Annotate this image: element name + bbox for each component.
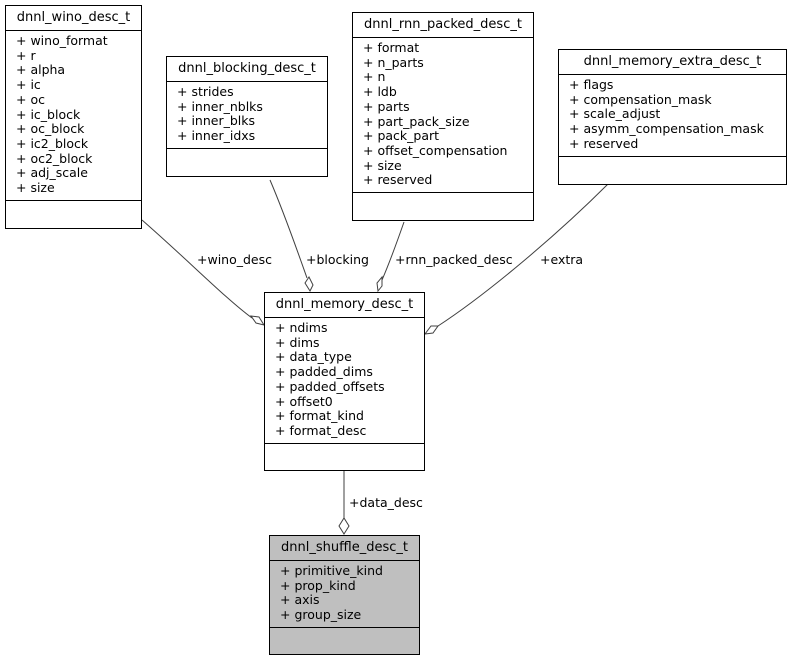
attribute: + parts: [363, 98, 410, 114]
attribute: + n_parts: [363, 54, 424, 70]
attribute: + format_kind: [275, 408, 364, 424]
edge-blocking-diamond: [304, 276, 314, 293]
edge-rnn-diamond: [376, 275, 383, 293]
attribute: + primitive_kind: [280, 563, 383, 578]
attribute-list: + flags + compensation_mask + scale_adju…: [559, 75, 786, 157]
attribute: + wino_format: [16, 33, 108, 48]
class-title: dnnl_shuffle_desc_t: [270, 536, 419, 561]
edge-data-desc-diamond: [338, 517, 350, 535]
attribute: + inner_idxs: [177, 128, 256, 144]
class-title: dnnl_rnn_packed_desc_t: [353, 13, 533, 38]
attribute: + size: [363, 157, 402, 173]
attribute: + ldb: [363, 84, 397, 100]
edge-label-wino-desc: +wino_desc: [197, 252, 272, 267]
attribute: + adj_scale: [16, 165, 88, 181]
attribute: + dims: [275, 334, 320, 350]
attribute: + offset_compensation: [363, 142, 508, 158]
attribute: + inner_nblks: [177, 98, 263, 114]
attribute: + data_type: [275, 349, 352, 365]
attribute: + compensation_mask: [569, 91, 712, 107]
attribute: + padded_offsets: [275, 378, 385, 394]
attribute: + strides: [177, 84, 234, 99]
edge-extra-diamond: [423, 325, 439, 335]
edge-label-blocking: +blocking: [306, 252, 369, 267]
attribute: + format_desc: [275, 422, 367, 438]
edge-rnn-line: [381, 221, 405, 281]
attribute: + inner_blks: [177, 113, 256, 129]
edge-wino-desc-diamond: [249, 315, 266, 326]
attribute-list: + primitive_kind + prop_kind + axis + gr…: [270, 561, 419, 628]
operation-section: [6, 201, 141, 228]
class-title: dnnl_wino_desc_t: [6, 6, 141, 31]
class-box-memory-desc: dnnl_memory_desc_t + ndims + dims + data…: [264, 292, 425, 471]
class-box-memory-extra-desc: dnnl_memory_extra_desc_t + flags + compe…: [558, 49, 787, 185]
attribute-list: + ndims + dims + data_type + padded_dims…: [265, 318, 424, 444]
class-title: dnnl_blocking_desc_t: [167, 57, 327, 82]
attribute: + axis: [280, 592, 320, 608]
attribute: + ndims: [275, 320, 328, 335]
edge-blocking-line: [269, 179, 308, 279]
class-title: dnnl_memory_extra_desc_t: [559, 50, 786, 75]
attribute: + oc: [16, 91, 45, 107]
class-box-rnn-packed-desc: dnnl_rnn_packed_desc_t + format + n_part…: [352, 12, 534, 221]
attribute: + oc2_block: [16, 150, 93, 166]
attribute: + reserved: [363, 172, 433, 188]
attribute: + r: [16, 47, 36, 63]
attribute: + part_pack_size: [363, 113, 470, 129]
attribute-list: + format + n_parts + n + ldb + parts + p…: [353, 38, 533, 194]
attribute: + padded_dims: [275, 364, 373, 380]
attribute: + scale_adjust: [569, 106, 661, 122]
attribute-list: + wino_format + r + alpha + ic + oc + ic…: [6, 31, 141, 201]
edge-wino-desc-line: [141, 219, 253, 319]
attribute: + n: [363, 69, 386, 85]
attribute: + size: [16, 180, 55, 196]
edge-extra-line: [437, 183, 609, 327]
operation-section: [353, 193, 533, 220]
edge-label-extra: +extra: [540, 252, 584, 267]
class-box-blocking-desc: dnnl_blocking_desc_t + strides + inner_n…: [166, 56, 328, 177]
attribute: + format: [363, 40, 420, 55]
attribute: + reserved: [569, 135, 639, 151]
attribute: + offset0: [275, 393, 333, 409]
attribute: + ic2_block: [16, 135, 89, 151]
class-box-wino-desc: dnnl_wino_desc_t + wino_format + r + alp…: [5, 5, 142, 229]
edge-label-data-desc: +data_desc: [349, 495, 423, 510]
attribute: + ic: [16, 77, 41, 93]
attribute: + ic_block: [16, 106, 81, 122]
attribute: + group_size: [280, 607, 362, 623]
operation-section: [265, 444, 424, 470]
attribute: + prop_kind: [280, 577, 356, 593]
operation-section: [559, 157, 786, 184]
attribute: + alpha: [16, 62, 66, 78]
class-box-shuffle-desc: dnnl_shuffle_desc_t + primitive_kind + p…: [269, 535, 420, 655]
operation-section: [167, 149, 327, 176]
attribute: + asymm_compensation_mask: [569, 121, 764, 137]
attribute: + oc_block: [16, 121, 85, 137]
operation-section: [270, 628, 419, 654]
class-title: dnnl_memory_desc_t: [265, 293, 424, 318]
edge-label-rnn-packed-desc: +rnn_packed_desc: [395, 252, 513, 267]
attribute-list: + strides + inner_nblks + inner_blks + i…: [167, 82, 327, 149]
attribute: + flags: [569, 77, 614, 92]
attribute: + pack_part: [363, 128, 440, 144]
